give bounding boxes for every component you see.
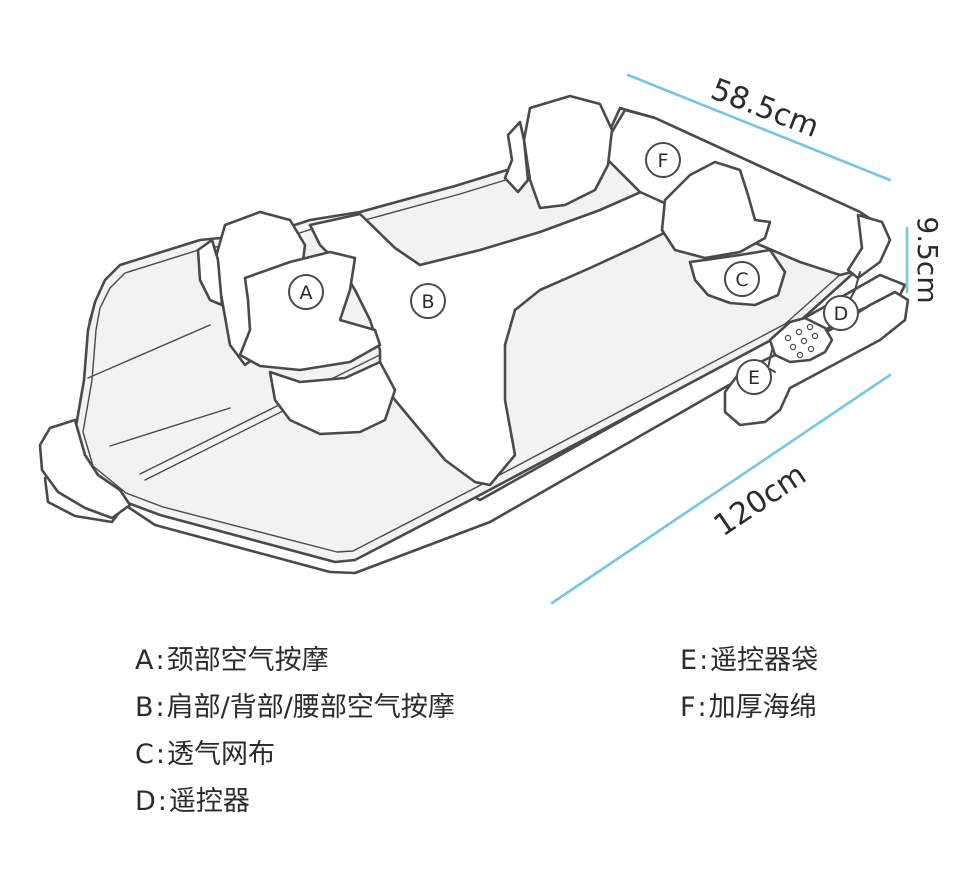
legend-item-e: E:遥控器袋	[680, 645, 818, 677]
legend-text: 透气网布	[167, 739, 275, 770]
legend-letter: A	[135, 645, 153, 676]
marker-c-label: C	[735, 269, 748, 291]
legend-text: 颈部空气按摩	[167, 645, 329, 676]
legend-item-b: B:肩部/背部/腰部空气按摩	[135, 692, 455, 724]
legend-text: 加厚海绵	[709, 692, 817, 723]
legend-text: 遥控器袋	[710, 645, 818, 676]
legend-item-d: D:遥控器	[135, 786, 250, 818]
legend-letter: E	[680, 645, 697, 676]
legend-item-c: C:透气网布	[135, 739, 275, 771]
legend-text: 遥控器	[169, 786, 250, 817]
legend-item-f: F:加厚海绵	[680, 692, 817, 724]
legend-letter: C	[135, 739, 154, 770]
length-label: 120cm	[708, 457, 813, 544]
marker-d-label: D	[834, 303, 849, 325]
marker-b-label: B	[421, 291, 434, 313]
legend-letter: D	[135, 786, 156, 817]
legend-text: 肩部/背部/腰部空气按摩	[167, 692, 455, 723]
marker-f-label: F	[658, 150, 669, 172]
marker-e-label: E	[748, 367, 760, 389]
width-label: 58.5cm	[706, 72, 824, 145]
legend-letter: B	[135, 692, 154, 723]
legend-item-a: A:颈部空气按摩	[135, 645, 329, 677]
legend-letter: F	[680, 692, 696, 723]
marker-a-label: A	[300, 282, 313, 304]
height-label: 9.5cm	[911, 216, 944, 303]
